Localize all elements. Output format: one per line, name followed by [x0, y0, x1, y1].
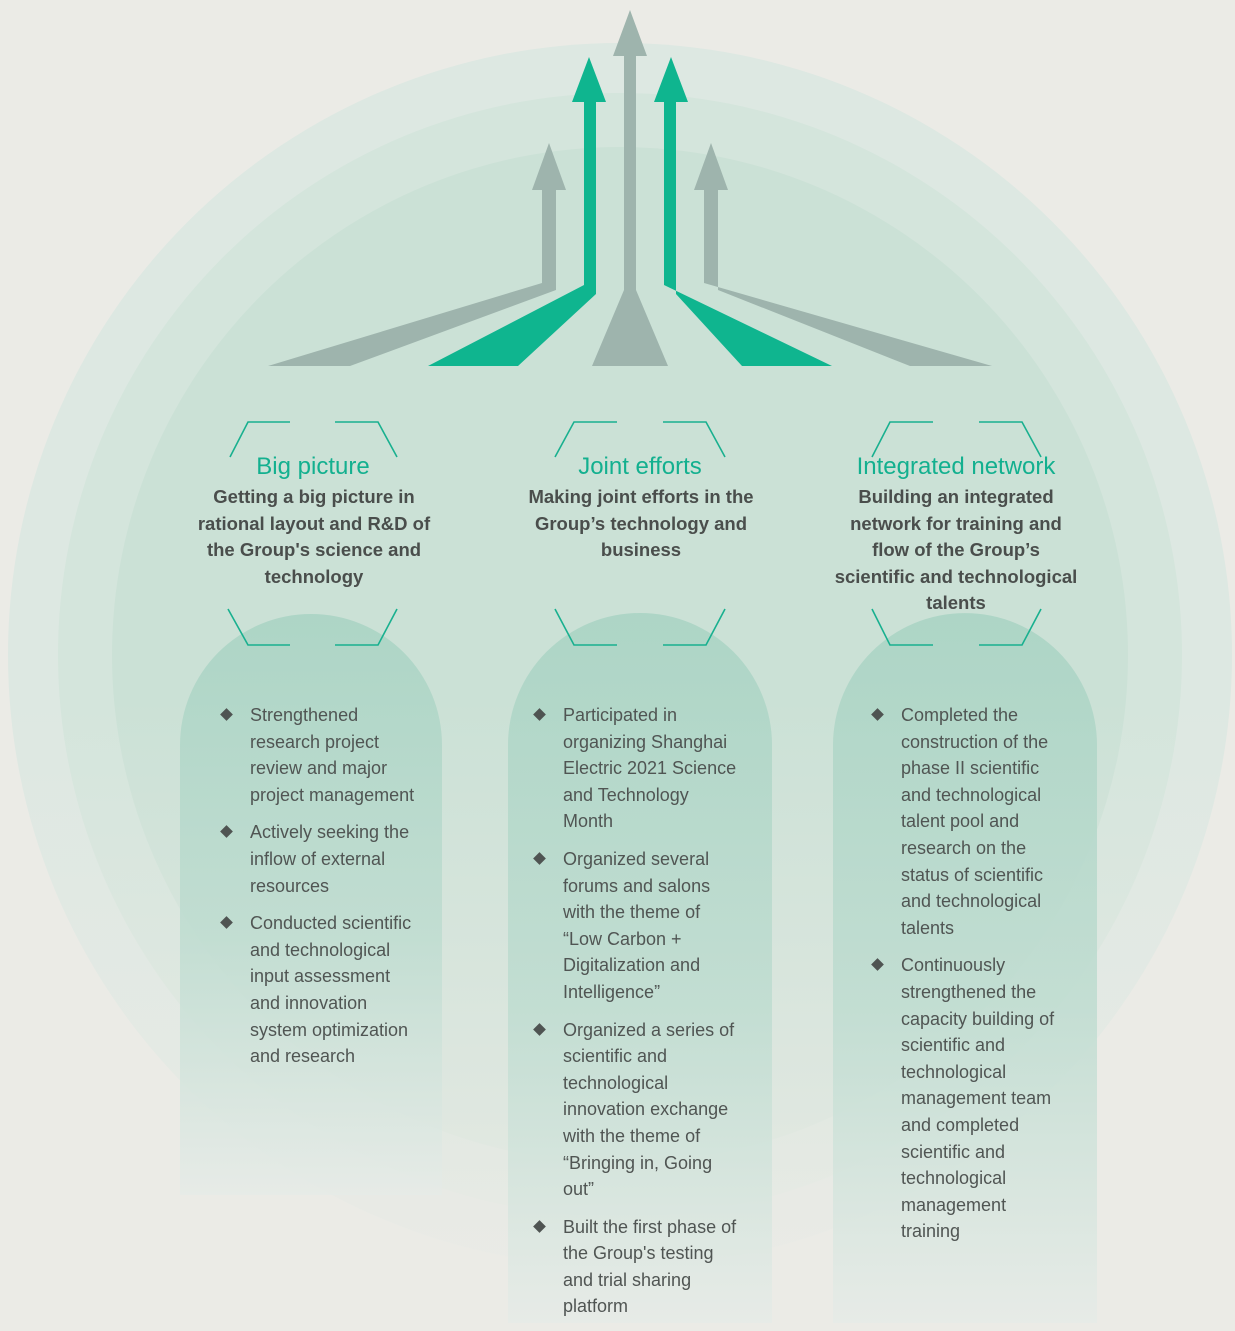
bullet-list-big-picture: Strengthened research project review and… [220, 702, 425, 1081]
frame-joint-efforts [554, 421, 726, 646]
list-item: Built the first phase of the Group's tes… [533, 1214, 743, 1320]
column-title-integrated-network: Integrated network [856, 453, 1056, 480]
green-ribbon-right [654, 57, 832, 366]
frame-big-picture [227, 421, 398, 646]
list-item: Strengthened research project review and… [220, 702, 425, 808]
column-subtitle-joint-efforts: Making joint efforts in the Group’s tech… [528, 486, 754, 561]
column-pills [180, 613, 1097, 1323]
arrow-graphic [268, 10, 992, 366]
frame-integrated-network [871, 421, 1042, 646]
list-item: Actively seeking the inflow of external … [220, 819, 425, 899]
list-item: Continuously strengthened the capacity b… [871, 952, 1061, 1245]
column-title-big-picture: Big picture [256, 453, 370, 480]
list-item: Organized several forums and salons with… [533, 846, 743, 1006]
list-item: Conducted scientific and technological i… [220, 910, 425, 1070]
bullet-list-integrated-network: Completed the construction of the phase … [871, 702, 1061, 1256]
center-arrow [592, 10, 668, 366]
column-title-joint-efforts: Joint efforts [578, 453, 702, 480]
gray-ribbon-left [268, 143, 566, 366]
list-item: Completed the construction of the phase … [871, 702, 1061, 941]
list-item: Participated in organizing Shanghai Elec… [533, 702, 743, 835]
title-frames [227, 421, 1042, 646]
list-item: Organized a series of scientific and tec… [533, 1017, 743, 1203]
column-subtitle-big-picture: Getting a big picture in rational layout… [197, 486, 431, 587]
pill-joint-efforts [508, 613, 772, 1323]
pill-big-picture [180, 614, 442, 1195]
bullet-list-joint-efforts: Participated in organizing Shanghai Elec… [533, 702, 743, 1331]
column-subtitle-integrated-network: Building an integrated network for train… [834, 486, 1078, 614]
green-ribbon-left [428, 57, 606, 366]
pill-integrated-network [833, 613, 1097, 1323]
